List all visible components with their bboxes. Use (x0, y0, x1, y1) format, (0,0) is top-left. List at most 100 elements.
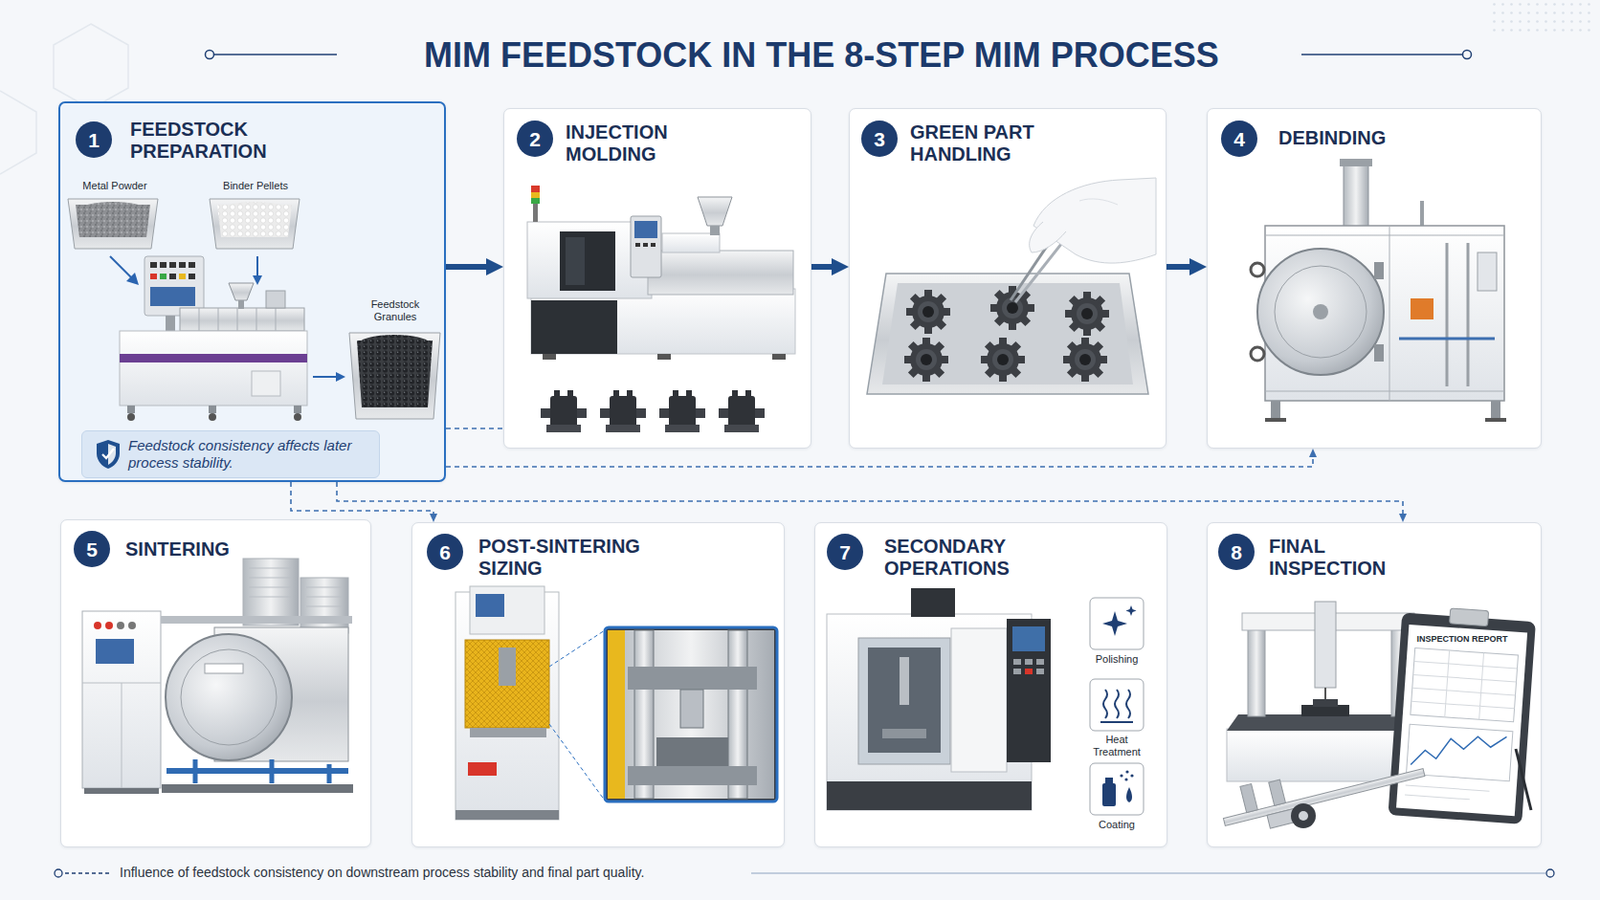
step-panel: FEEDSTOCK PREPARATION1 Feedstock consist… (58, 101, 446, 483)
green-part-illustration-use (990, 286, 1035, 331)
sizing-press-illustration-rect (656, 737, 729, 767)
green-part-illustration-use (1065, 291, 1110, 336)
inspection-illustration-g-rect (1396, 624, 1528, 817)
step-number: 6 (439, 542, 451, 563)
cnc-machine-illustration-circle (1119, 774, 1123, 778)
step-panel: SINTERING5 (60, 519, 372, 848)
sizing-press-illustration-rect (498, 647, 516, 687)
feedstock-prep-illustration-rect (150, 273, 157, 280)
background-decor-line (65, 872, 112, 874)
feedstock-prep-illustration-ellipse (357, 334, 431, 355)
feedstock-prep-illustration-rect (208, 405, 217, 414)
inspection-illustration-g-rect (1410, 647, 1519, 722)
feedstock-prep-illustration-path (209, 199, 300, 249)
sizing-press-illustration-rect (604, 627, 778, 802)
sintering-furnace-illustration-path (248, 568, 293, 598)
step-number-badge: 3 (861, 120, 898, 157)
feedstock-prep-illustration-rect (119, 354, 308, 363)
cnc-machine-illustration-rect (826, 781, 1032, 811)
feedstock-prep-illustration-rect (159, 262, 167, 268)
diagram-caption: Influence of feedstock consistency on do… (119, 865, 645, 882)
injection-molding-illustration-rect (772, 354, 786, 360)
sizing-press-illustration-rect (469, 586, 545, 635)
cnc-machine-illustration-rect (1036, 668, 1045, 675)
debinding-furnace-illustration-path (1399, 337, 1495, 341)
cnc-machine-illustration-rect (1013, 668, 1022, 675)
feedstock-prep-illustration-path (349, 333, 441, 420)
inspection-illustration-line (1324, 688, 1327, 702)
step-number: 3 (873, 129, 886, 150)
injection-molding-illustration-rect (565, 237, 585, 286)
injection-molding-illustration (504, 109, 813, 450)
feedstock-prep-illustration-rect (178, 262, 186, 268)
injection-molding-illustration-rect (531, 192, 540, 199)
feedstock-prep-illustration-circle (293, 413, 302, 422)
feedstock-prep-illustration-path (199, 308, 276, 332)
inspection-illustration-g-path (1268, 779, 1287, 806)
injection-molding-illustration-rect (634, 221, 658, 239)
cnc-machine-illustration-path (1126, 605, 1137, 617)
feedstock-prep-illustration-rect (293, 405, 302, 414)
injection-molding-illustration-rect (635, 243, 641, 247)
debinding-furnace-illustration-circle (1257, 248, 1384, 376)
feedstock-prep-illustration-rect (188, 273, 196, 280)
step-number: 4 (1233, 129, 1245, 150)
debinding-furnace-illustration-circle (1250, 263, 1265, 277)
background-decor-path (0, 90, 37, 175)
injection-molding-illustration-rect (650, 243, 656, 247)
sizing-press-illustration-rect (607, 630, 775, 800)
debinding-furnace-illustration-rect (1420, 200, 1424, 226)
cnc-machine-illustration-rect (858, 638, 951, 765)
inspection-illustration-rect (1247, 626, 1266, 717)
feedstock-prep-illustration-circle (127, 413, 135, 422)
step-panel: GREEN PART HANDLING3 (848, 108, 1167, 449)
step-number-badge: 4 (1221, 120, 1258, 157)
step-number: 7 (839, 542, 851, 563)
feedstock-prep-illustration-path (228, 283, 254, 301)
sintering-furnace-illustration (61, 520, 373, 849)
debinding-furnace-illustration-rect (1374, 262, 1384, 280)
feedstock-prep-illustration-rect (169, 262, 177, 268)
sizing-press-illustration-rect (627, 666, 757, 690)
debinding-furnace-illustration-rect (1339, 158, 1373, 167)
feedstock-prep-illustration-line (312, 376, 338, 378)
feedstock-prep-illustration-rect (251, 371, 281, 397)
step-heading: POST-SINTERING SIZING (478, 535, 680, 580)
feedstock-prep-illustration-line (110, 256, 133, 279)
shield-icon (93, 438, 123, 471)
inspection-illustration-g-path (1410, 647, 1519, 722)
inspection-illustration-g-path (1240, 783, 1258, 813)
green-part-illustration-path (1033, 177, 1156, 264)
step-number: 5 (86, 539, 98, 560)
cnc-machine-illustration-rect (1013, 659, 1022, 666)
cnc-machine-illustration-rect (911, 588, 956, 618)
cnc-machine-illustration-path (1103, 689, 1108, 719)
injection-molding-illustration-use (659, 390, 706, 433)
injection-molding-illustration-rect (531, 300, 618, 355)
injection-molding-illustration-rect (647, 250, 794, 295)
cnc-machine-illustration-circle (1125, 770, 1129, 774)
shield-icon-path (96, 440, 120, 469)
debinding-furnace-illustration-rect (1343, 164, 1369, 228)
step-heading: INJECTION MOLDING (565, 121, 700, 166)
debinding-furnace-illustration-rect (1477, 252, 1497, 291)
feedstock-prep-illustration-rect (266, 290, 286, 309)
sizing-press-illustration-rect (467, 762, 497, 777)
inspection-illustration-g (1217, 742, 1429, 840)
cnc-machine-illustration-rect (1024, 668, 1033, 675)
cnc-machine-illustration-circle (1124, 777, 1128, 781)
feedstock-prep-illustration-rect (127, 405, 135, 414)
background-decor-line (751, 873, 1546, 875)
sintering-furnace-illustration-rect (82, 611, 161, 789)
debinding-furnace-illustration (1207, 109, 1543, 450)
sizing-press-illustration-rect (627, 766, 757, 786)
cnc-machine-illustration-rect (1036, 659, 1045, 666)
green-part-illustration-use (906, 289, 951, 334)
flow-arrow (811, 264, 832, 270)
sintering-furnace-illustration-rect (160, 616, 353, 624)
feedstock-prep-illustration-rect (238, 300, 245, 310)
sintering-furnace-illustration-circle (116, 622, 125, 630)
sizing-press-illustration-path (549, 630, 605, 667)
background-decor-circle (1546, 869, 1555, 878)
influence-connector (336, 482, 1403, 514)
